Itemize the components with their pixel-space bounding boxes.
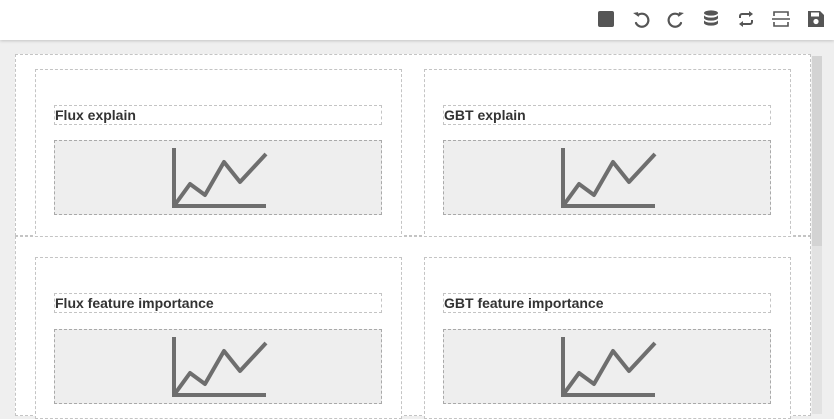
refresh-button[interactable] [734,7,758,31]
database-icon [704,10,718,26]
layout-button[interactable] [769,7,793,31]
widget-title[interactable]: GBT feature importance [443,293,771,313]
dashboard-column: GBT explain [424,69,791,239]
line-chart-icon [172,147,268,208]
dashboard-column: Flux explain [35,69,402,239]
redo-button[interactable] [664,7,688,31]
undo-icon [633,12,650,28]
datasource-button[interactable] [699,7,723,31]
line-chart-icon [561,147,657,208]
dashboard-row: Flux explain GBT explain [15,54,811,239]
chart-placeholder[interactable] [54,329,382,404]
widget-title[interactable]: GBT explain [443,105,771,125]
widget-title[interactable]: Flux explain [54,105,382,125]
widget-title[interactable]: Flux feature importance [54,293,382,313]
chart-placeholder[interactable] [54,140,382,215]
stop-button[interactable] [594,7,618,31]
undo-button[interactable] [629,7,653,31]
save-icon [808,11,824,27]
dashboard-toolbar [0,0,834,40]
save-button[interactable] [804,7,828,31]
dashboard-column: GBT feature importance [424,257,791,419]
chart-placeholder[interactable] [443,329,771,404]
line-chart-icon [561,336,657,397]
chart-placeholder[interactable] [443,140,771,215]
split-icon [772,11,790,27]
scrollbar-thumb[interactable] [812,56,822,246]
dashboard-column: Flux feature importance [35,257,402,419]
stop-icon [598,11,614,27]
dashboard-row: Flux feature importance GBT feature impo… [15,236,811,419]
line-chart-icon [172,336,268,397]
redo-icon [667,12,684,28]
refresh-icon [739,11,753,27]
